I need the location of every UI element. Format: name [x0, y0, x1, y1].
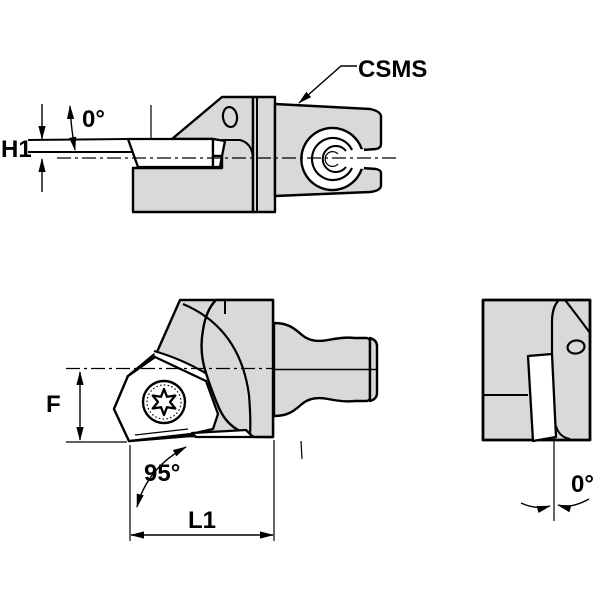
- f-dim-label: F: [46, 391, 61, 418]
- under-insert-clearance: [190, 428, 255, 439]
- blade-end-step-lower: [211, 154, 224, 169]
- end-contact-arc: [555, 425, 571, 440]
- blade-end-step-upper: [211, 137, 227, 158]
- torx-screw-icon: [151, 387, 177, 417]
- inclination-arc-left: [520, 502, 551, 514]
- inclination-angle-label: 0°: [571, 471, 594, 498]
- entering-angle-arc: [136, 446, 187, 508]
- inclination-arc-right: [557, 498, 590, 513]
- csms-leader-arrow: [298, 65, 357, 104]
- fork-bore-edge: [310, 136, 353, 182]
- flange-witness-line: [300, 440, 303, 460]
- h1-dim-label: H1: [1, 136, 32, 163]
- l1-dim-label: L1: [188, 507, 216, 534]
- holder-flange: [251, 95, 277, 214]
- body-fillet: [222, 139, 254, 159]
- rake-angle-label: 0°: [82, 106, 105, 133]
- rake-angle-arc: [66, 105, 77, 151]
- screw-knurl-ring: [146, 384, 182, 420]
- clamp-arm-outer-curve: [182, 302, 252, 435]
- insert-wiper-edge: [134, 428, 189, 436]
- screw-hole-oval: [221, 105, 239, 129]
- end-insert: [526, 352, 558, 443]
- end-clamp-edge: [550, 300, 559, 354]
- csms-label: CSMS: [358, 56, 427, 83]
- end-view: 0°: [481, 298, 594, 521]
- front-view: F 95° L1: [46, 298, 379, 541]
- end-screw-hole-oval: [566, 339, 586, 355]
- fork-bore: [312, 138, 364, 180]
- blade-shank-top-edge: [27, 138, 129, 141]
- end-corner-lobe: [564, 299, 591, 334]
- entering-angle-label: 95°: [144, 460, 180, 487]
- clamping-fork: [273, 102, 383, 198]
- clamp-ball-inner-arc: [324, 151, 339, 167]
- blade: [126, 137, 215, 169]
- clamp-ball-arc: [321, 145, 347, 173]
- side-view: H1 0° CSMS: [1, 56, 427, 214]
